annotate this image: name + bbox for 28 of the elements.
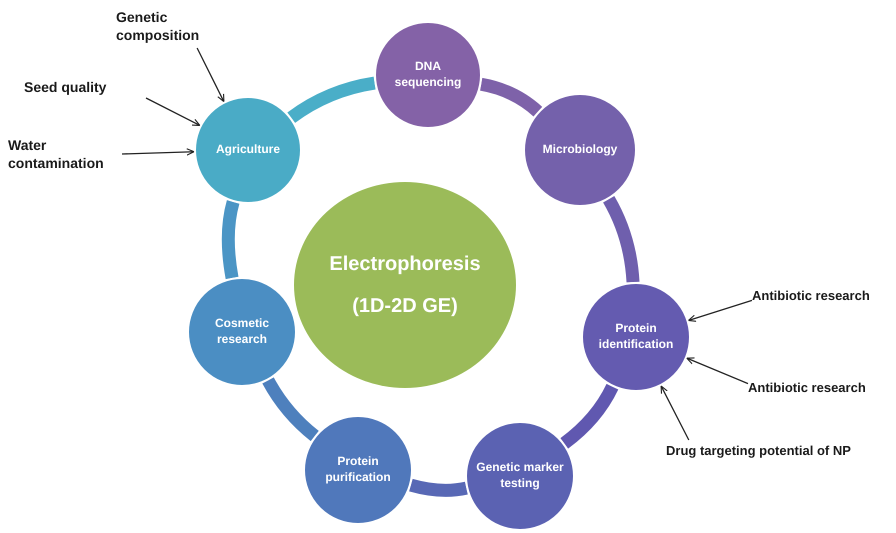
arrow bbox=[146, 97, 200, 126]
circle-label: Microbiology bbox=[542, 142, 618, 158]
center-title: Electrophoresis bbox=[329, 252, 481, 277]
callout-text: Water contamination bbox=[8, 136, 105, 172]
connector-band bbox=[222, 200, 240, 279]
connector-band bbox=[480, 78, 542, 117]
callout-text: Antibiotic research bbox=[752, 287, 871, 305]
callout-text: Genetic composition bbox=[116, 8, 200, 44]
arrow bbox=[660, 385, 690, 440]
callout-text: Drug targeting potential of NP bbox=[666, 442, 852, 460]
arrow bbox=[122, 148, 195, 156]
connector-band bbox=[409, 478, 468, 497]
connector-band bbox=[287, 76, 376, 123]
callout-text: Antibiotic research bbox=[748, 379, 867, 397]
connector-band bbox=[603, 196, 640, 283]
circle-label: Protein identification bbox=[598, 321, 674, 353]
circle-label: DNA sequencing bbox=[394, 59, 462, 91]
callout-text: Seed quality bbox=[24, 78, 108, 96]
connector-band bbox=[560, 384, 618, 449]
center-title: (1D-2D GE) bbox=[352, 294, 458, 319]
arrow bbox=[686, 357, 748, 384]
circle-label: Cosmetic research bbox=[214, 316, 270, 348]
circle-label: Genetic marker testing bbox=[475, 460, 565, 492]
circle-label: Protein purification bbox=[324, 454, 392, 486]
arrow bbox=[196, 48, 224, 102]
arrow bbox=[688, 300, 752, 322]
connector-band bbox=[262, 377, 319, 442]
circle-label: Agriculture bbox=[216, 142, 280, 158]
